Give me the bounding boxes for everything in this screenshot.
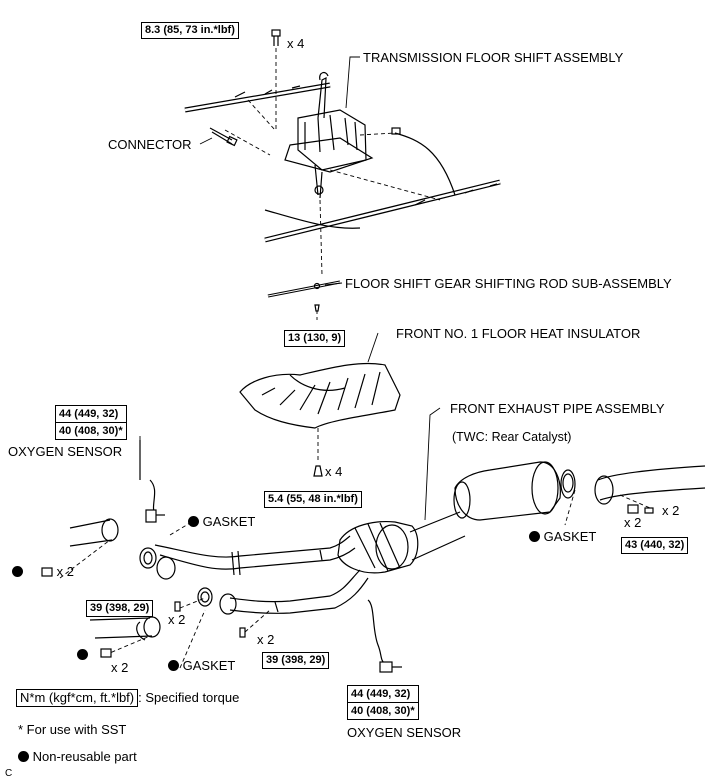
label-connector: CONNECTOR bbox=[108, 137, 192, 152]
nonreusable-dot-icon bbox=[168, 660, 179, 671]
floor-heat-insulator bbox=[239, 362, 401, 477]
label-exhaust-pipe: FRONT EXHAUST PIPE ASSEMBLY bbox=[450, 401, 665, 416]
label-oxygen-sensor-upper: OXYGEN SENSOR bbox=[8, 444, 123, 459]
legend-nonreusable-text: Non-reusable part bbox=[32, 749, 137, 764]
gasket-upper-text: GASKET bbox=[202, 514, 256, 529]
torque-insulator-nuts: 5.4 (55, 48 in.*lbf) bbox=[264, 491, 362, 508]
torque-sensor-upper: 44 (449, 32) 40 (408, 30)* bbox=[55, 405, 127, 440]
gasket-right-text: GASKET bbox=[543, 529, 597, 544]
label-leader-lines bbox=[139, 56, 441, 521]
legend-torque: N*m (kgf*cm, ft.*lbf): Specified torque bbox=[16, 689, 239, 707]
torque-rod-nut: 13 (130, 9) bbox=[284, 330, 346, 347]
transmission-floor-shift-assembly bbox=[284, 71, 456, 199]
front-exhaust-pipe-assembly bbox=[154, 461, 706, 614]
torque-sensor-upper-b: 40 (408, 30)* bbox=[56, 422, 126, 439]
upper-shift-cables bbox=[184, 82, 501, 243]
shift-bolt-icon bbox=[271, 29, 281, 46]
nonreusable-dot-icon bbox=[18, 751, 29, 762]
torque-flange-left-lower: 39 (398, 29) bbox=[262, 652, 330, 669]
shift-gear-rod bbox=[267, 280, 341, 322]
legend-torque-desc: : Specified torque bbox=[138, 690, 240, 705]
qty-right-bolts: x 2 bbox=[662, 503, 680, 518]
gasket-lower-text: GASKET bbox=[182, 658, 236, 673]
nonreusable-dot-icon bbox=[529, 531, 540, 542]
qty-shift-bolts: x 4 bbox=[287, 36, 305, 51]
torque-sensor-lower-b: 40 (408, 30)* bbox=[348, 702, 418, 719]
gasket-shapes bbox=[139, 547, 237, 615]
qty-bolt-flange-upper: x 2 bbox=[168, 612, 186, 627]
torque-flange-right: 43 (440, 32) bbox=[621, 537, 689, 554]
label-heat-insulator: FRONT NO. 1 FLOOR HEAT INSULATOR bbox=[396, 326, 641, 341]
lower-leader-lines bbox=[59, 489, 651, 669]
label-gasket-upper: GASKET bbox=[188, 514, 255, 529]
torque-shift-bolts: 8.3 (85, 73 in.*lbf) bbox=[141, 22, 239, 39]
torque-flange-left-upper: 39 (398, 29) bbox=[86, 600, 154, 617]
qty-nut-left-lower bbox=[77, 647, 88, 662]
legend-nonreusable: Non-reusable part bbox=[18, 749, 137, 764]
legend-torque-unit: N*m (kgf*cm, ft.*lbf) bbox=[16, 689, 139, 707]
label-oxygen-sensor-lower: OXYGEN SENSOR bbox=[347, 725, 462, 740]
nonreusable-dot-icon bbox=[77, 649, 88, 660]
label-gasket-right: GASKET bbox=[529, 529, 596, 544]
label-shift-rod: FLOOR SHIFT GEAR SHIFTING ROD SUB-ASSEMB… bbox=[345, 276, 672, 291]
qty-nut-left-upper-text: x 2 bbox=[56, 564, 74, 579]
connector-bolt-icon bbox=[209, 127, 238, 147]
torque-sensor-lower-a: 44 (449, 32) bbox=[351, 688, 411, 700]
corner-code: C bbox=[5, 768, 13, 779]
nonreusable-dot-icon bbox=[12, 566, 23, 577]
qty-nut-left-upper: x 2 bbox=[12, 564, 74, 579]
torque-sensor-lower: 44 (449, 32) 40 (408, 30)* bbox=[347, 685, 419, 720]
left-pipe-stubs bbox=[69, 518, 161, 641]
qty-right-nuts: x 2 bbox=[624, 515, 642, 530]
label-transmission: TRANSMISSION FLOOR SHIFT ASSEMBLY bbox=[363, 50, 624, 65]
upper-leader-lines bbox=[224, 48, 441, 276]
fastener-icons bbox=[41, 504, 654, 658]
legend-sst: * For use with SST bbox=[18, 722, 127, 737]
qty-insulator-nuts: x 4 bbox=[325, 464, 343, 479]
label-gasket-lower: GASKET bbox=[168, 658, 235, 673]
label-twc: (TWC: Rear Catalyst) bbox=[452, 430, 572, 444]
oxygen-sensor-upper-shape bbox=[139, 440, 165, 523]
nonreusable-dot-icon bbox=[188, 516, 199, 527]
oxygen-sensor-lower-shape bbox=[367, 599, 402, 673]
torque-sensor-upper-a: 44 (449, 32) bbox=[59, 408, 119, 420]
qty-nut-left-lower-text: x 2 bbox=[111, 660, 129, 675]
qty-bolt-flange-lower: x 2 bbox=[257, 632, 275, 647]
